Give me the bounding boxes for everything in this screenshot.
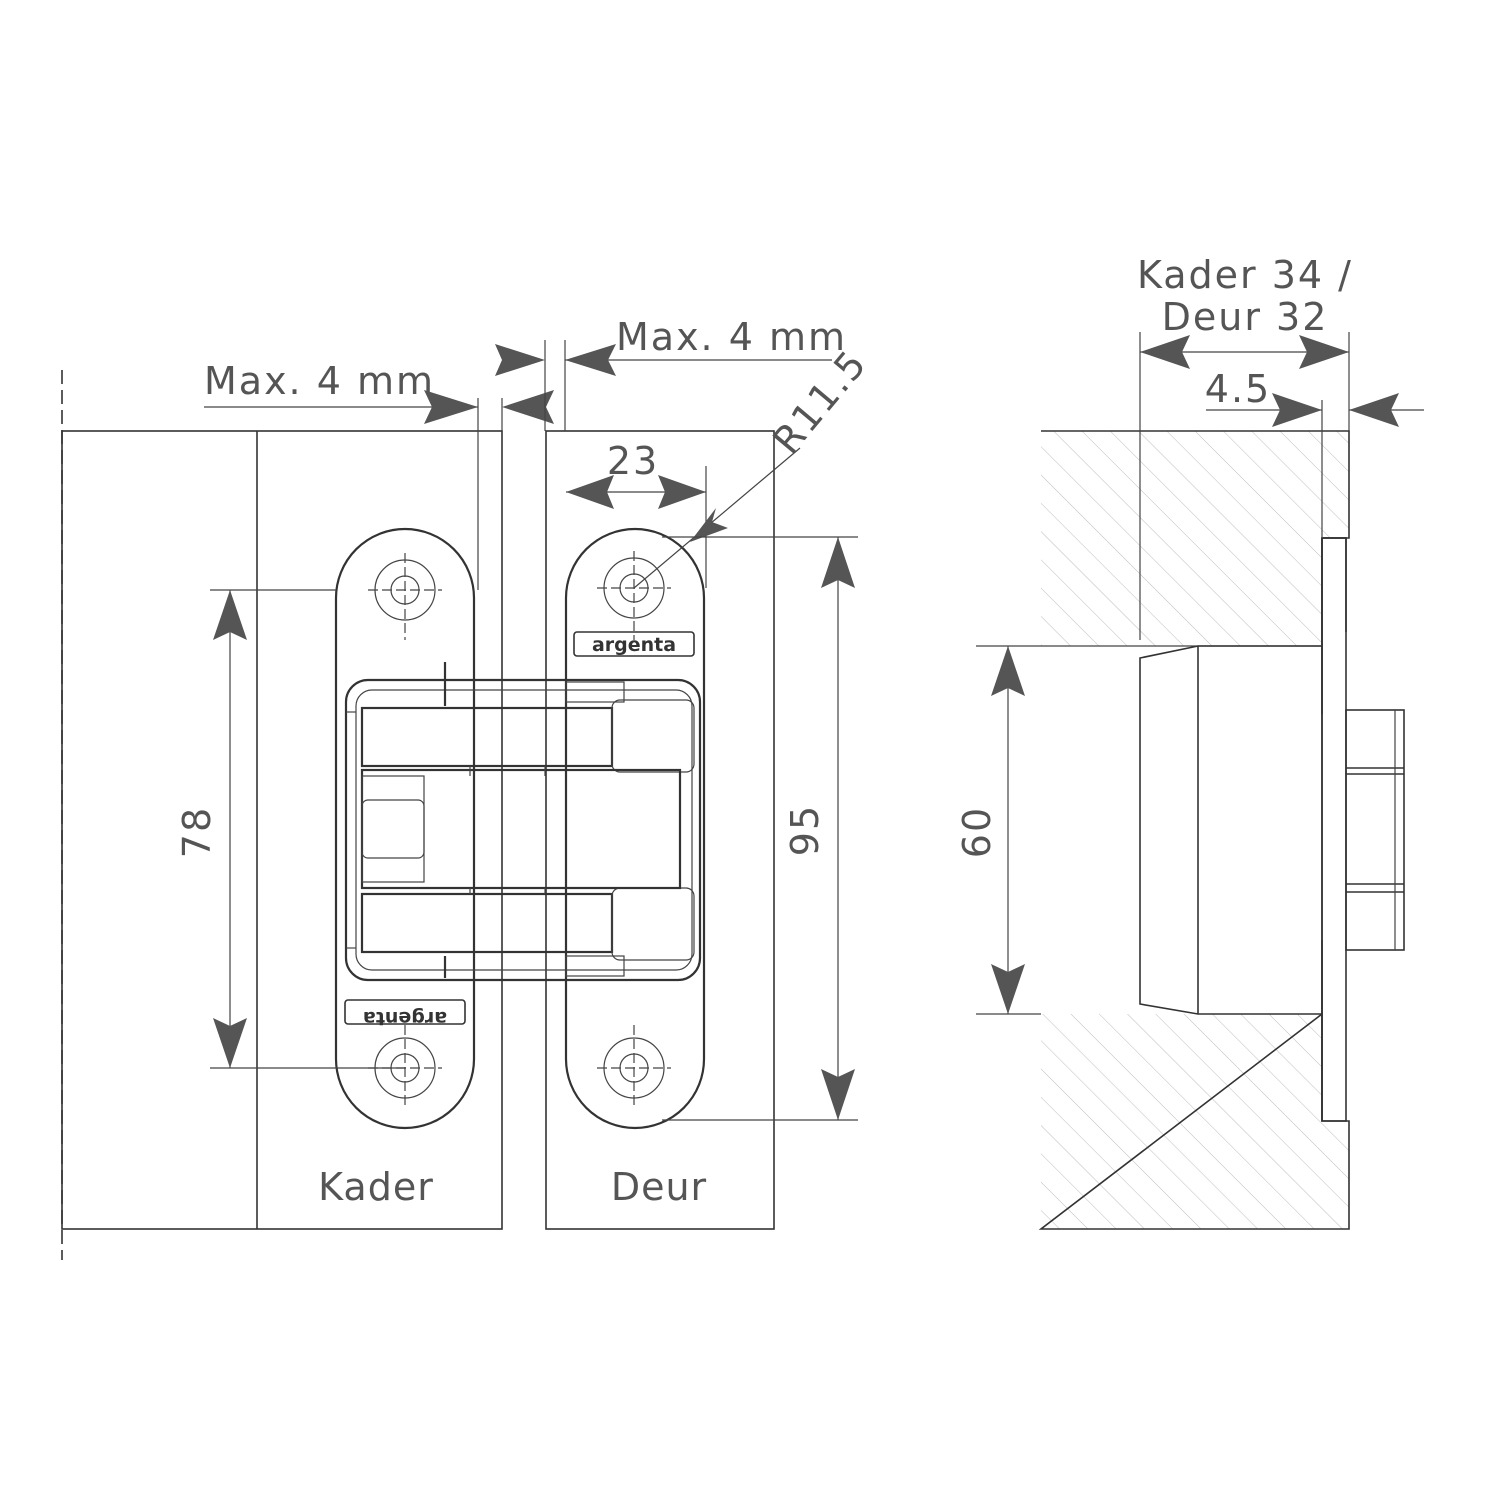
door-hinge-plate — [564, 527, 706, 1130]
brand-plate-bottom — [344, 999, 466, 1025]
arrow-head — [1272, 393, 1322, 427]
arrow-head — [821, 1069, 855, 1120]
radius-label: R11.5 — [764, 341, 875, 462]
gap-left-label: Max. 4 mm — [204, 359, 435, 403]
frame-hinge-plate — [334, 527, 476, 1130]
brand-plate-top — [573, 631, 695, 657]
arrow-head — [213, 590, 247, 640]
arrow-head — [424, 390, 478, 424]
arrow-head — [213, 1018, 247, 1068]
door-outline — [545, 430, 775, 1230]
brand-label-top: argenta — [592, 634, 676, 656]
screw-hole-frame-top — [368, 553, 442, 640]
hinge-center-block — [360, 768, 682, 890]
front-view: argenta argenta — [61, 315, 876, 1260]
plate-outline — [1321, 537, 1347, 1121]
arrow-head — [566, 475, 614, 509]
screw-hole-door-bottom — [597, 1025, 671, 1105]
hinge-protrusion — [1345, 709, 1405, 951]
arrow-head — [690, 508, 728, 542]
arrow-head — [991, 964, 1025, 1014]
hinge-arm-top — [360, 706, 614, 768]
thickness-label-line2: Deur 32 — [1162, 295, 1329, 339]
section-view: Kader 34 / Deur 32 4.5 60 — [955, 253, 1424, 1230]
arrow-head — [658, 475, 706, 509]
hinge-arm-bottom — [360, 892, 614, 954]
arrow-head — [502, 390, 554, 424]
frame-outline — [61, 430, 503, 1230]
screw-hole-frame-bottom — [368, 1025, 442, 1105]
arrow-head — [495, 344, 545, 376]
hatched-section — [1041, 431, 1349, 1229]
arrow-head — [1349, 393, 1399, 427]
brand-label-bottom: argenta — [363, 1007, 447, 1029]
arrow-head — [565, 344, 616, 376]
arrow-head — [1299, 335, 1349, 369]
hinge-body-side — [1139, 645, 1323, 1015]
height-60-label: 60 — [955, 806, 999, 858]
screw-hole-door-top — [597, 551, 671, 640]
height-95-label: 95 — [783, 804, 827, 856]
radius-leader-line — [633, 447, 801, 589]
thickness-label-line1: Kader 34 / — [1137, 253, 1353, 297]
hinge-mechanism — [344, 662, 702, 982]
arrow-head — [1140, 335, 1190, 369]
offset-45-label: 4.5 — [1205, 367, 1271, 411]
door-label: Deur — [611, 1165, 707, 1209]
gap-right-label: Max. 4 mm — [616, 315, 847, 359]
height-78-label: 78 — [175, 806, 219, 858]
hinge-plate-side — [1321, 537, 1347, 1122]
width-23-label: 23 — [607, 439, 659, 483]
frame-label: Kader — [318, 1165, 434, 1209]
arrow-head — [991, 646, 1025, 696]
arrow-head — [821, 537, 855, 588]
